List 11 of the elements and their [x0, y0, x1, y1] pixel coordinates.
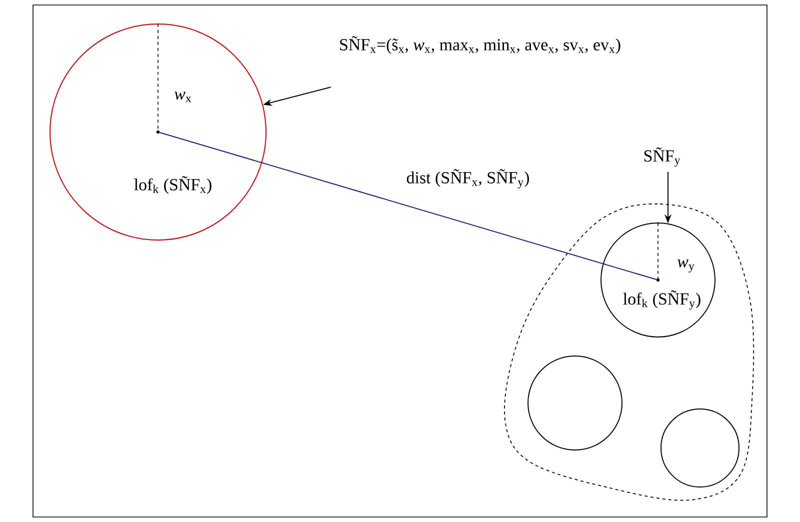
circle-label: lof$_{k}$ (SÑF$_{x}$) — [134, 176, 212, 194]
dashed-outline — [504, 203, 754, 501]
formula-label: SÑF$_{y}$ — [644, 147, 680, 167]
formula-label: SÑF$_{x}$=(s̃$_{x}$, w$_{x}$, max$_{x}$, min$_{x}$, ave$_{x}$, sv$_{x}$, ev$_{x}$) — [340, 36, 620, 54]
radius-label: w$_{y}$ — [678, 260, 694, 272]
circle — [528, 356, 622, 450]
connector-line — [158, 132, 658, 280]
edge-label: dist (SÑF$_{x}$, SÑF$_{y}$) — [406, 169, 529, 188]
circle — [660, 408, 740, 488]
circle-label: lof$_{k}$ (SÑF$_{y}$) — [623, 290, 700, 310]
radius-label: w$_{x}$ — [174, 92, 192, 102]
